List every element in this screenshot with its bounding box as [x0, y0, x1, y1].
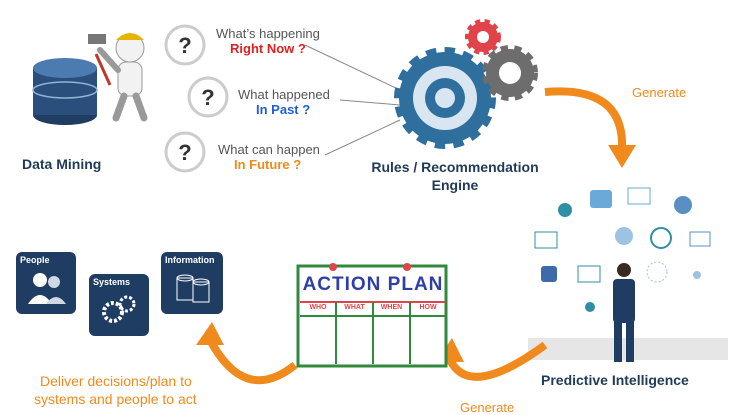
column-when: WHEN [380, 304, 403, 311]
question-now: What’s happening Right Now ? [216, 26, 336, 56]
svg-text:?: ? [178, 33, 191, 58]
people-tile: People [16, 252, 76, 314]
question-bubble-now: ? [164, 24, 206, 66]
connector-line-now [304, 44, 401, 91]
gray-gear-icon [482, 45, 538, 101]
generate-label-bottom: Generate [460, 400, 515, 415]
question-past-emphasis: In Past ? [256, 102, 311, 117]
column-what: WHAT [344, 304, 365, 311]
predictive-intelligence-label: Predictive Intelligence [541, 372, 689, 388]
deliver-arrow [206, 338, 298, 385]
engine-label-line1: Rules / Recommendation [371, 159, 539, 175]
small-red-gear-icon [465, 19, 501, 55]
question-future: What can happen In Future ? [218, 142, 338, 172]
engine-label: Rules / Recommendation Engine [362, 158, 548, 194]
column-who: WHO [309, 304, 327, 311]
engine-label-line2: Engine [431, 177, 479, 193]
deliver-label-line2: systems and people to act [34, 391, 197, 407]
question-past-text: What happened [238, 87, 330, 102]
people-tile-label: People [20, 255, 50, 265]
question-bubble-future: ? [164, 131, 206, 173]
information-tile: Information [161, 252, 223, 314]
svg-text:?: ? [201, 85, 214, 110]
question-future-emphasis: In Future ? [234, 157, 302, 172]
generate-label-top: Generate [632, 85, 687, 100]
connector-line-past [339, 99, 401, 106]
database-icon [32, 58, 98, 125]
connector-line-future [324, 119, 401, 156]
action-plan-columns: WHO WHAT WHEN HOW [300, 304, 446, 311]
generate-arrow-top-head [608, 145, 636, 168]
question-now-text: What’s happening [216, 26, 320, 41]
svg-text:?: ? [178, 140, 191, 165]
generate-arrow-top [544, 87, 627, 151]
deliver-arrow-head [196, 322, 224, 345]
information-tile-label: Information [165, 255, 215, 265]
column-how: HOW [419, 304, 437, 311]
miner-figure-icon [88, 33, 148, 122]
data-mining-label: Data Mining [22, 156, 102, 172]
systems-tile-label: Systems [93, 277, 131, 287]
question-future-text: What can happen [218, 142, 320, 157]
analytics-icons-cluster [534, 187, 711, 312]
deliver-label-line1: Deliver decisions/plan to [40, 373, 192, 389]
deliver-label: Deliver decisions/plan to systems and pe… [34, 372, 197, 408]
businessman-figure-icon [613, 263, 635, 362]
action-plan-title: ACTION PLAN [302, 274, 444, 295]
action-plan-board [296, 263, 448, 368]
people-icon [28, 273, 66, 304]
systems-tile: Systems [89, 274, 149, 336]
question-now-emphasis: Right Now ? [230, 41, 306, 56]
question-bubble-past: ? [187, 76, 229, 118]
gears-icon [102, 295, 136, 323]
database-small-icon [176, 274, 210, 303]
large-gear-icon [394, 47, 496, 149]
generate-arrow-bottom [446, 341, 548, 381]
question-past: What happened In Past ? [238, 87, 348, 117]
